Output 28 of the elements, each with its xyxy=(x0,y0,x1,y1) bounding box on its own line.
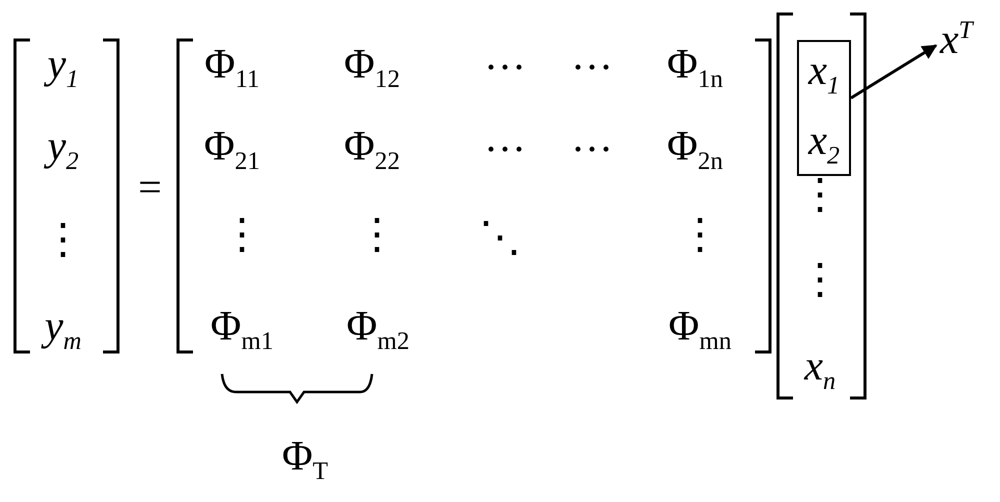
arrow xyxy=(850,44,938,100)
ellipsis: ··· xyxy=(484,129,526,171)
ellipsis: ··· xyxy=(571,129,613,171)
vertical-ellipsis: ⋮ xyxy=(799,259,841,301)
matrix-entry: Φ$_{m1}$ xyxy=(210,306,274,354)
ellipsis: ··· xyxy=(484,47,526,89)
matrix-entry: Φ$_{12}$ xyxy=(344,44,400,92)
vertical-ellipsis: ⋮ xyxy=(679,214,721,256)
vertical-ellipsis: ⋮ xyxy=(42,219,84,261)
highlight-box xyxy=(797,40,851,176)
matrix-entry: Φ$_{mn}$ xyxy=(668,306,732,354)
matrix-entry: Φ$_{21}$ xyxy=(204,126,260,174)
vector-entry: x$_{1}$ xyxy=(808,50,840,99)
ellipsis: ··· xyxy=(571,47,613,89)
vector-entry: x$_{2}$ xyxy=(808,120,840,169)
math-label: x$^{T}$ xyxy=(940,18,973,61)
matrix-entry: Φ$_{1n}$ xyxy=(667,44,723,92)
matrix-entry: Φ$_{22}$ xyxy=(344,126,400,174)
matrix-entry: Φ$_{11}$ xyxy=(204,44,260,92)
diagonal-ellipsis: ⋱ xyxy=(479,217,521,259)
equals-sign: = xyxy=(138,167,162,209)
vertical-ellipsis: ⋮ xyxy=(799,174,841,216)
vertical-ellipsis: ⋮ xyxy=(221,214,263,256)
vertical-ellipsis: ⋮ xyxy=(356,214,398,256)
matrix-entry: Φ$_{m2}$ xyxy=(346,306,410,354)
matrix-entry: Φ$_{2n}$ xyxy=(667,126,723,174)
matrix-symbol: Φ$_{T}$ xyxy=(282,436,328,484)
vector-entry: x$_{n}$ xyxy=(804,346,836,394)
